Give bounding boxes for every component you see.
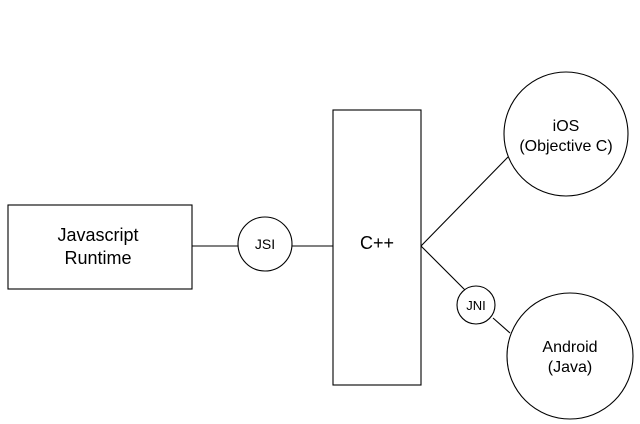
- node-android: Android (Java): [506, 292, 634, 420]
- ios-label-line2: (Objective C): [519, 138, 612, 155]
- android-label-line2: (Java): [548, 359, 592, 376]
- ios-label-line1: iOS: [553, 118, 580, 135]
- jsi-circle: [237, 216, 293, 272]
- jni-label: JNI: [466, 298, 486, 313]
- edge-cpp-jni: [420, 245, 466, 291]
- node-ios: iOS (Objective C): [503, 71, 629, 197]
- javascript-runtime-label-line1: Javascript: [57, 225, 138, 245]
- javascript-runtime-box: [7, 204, 193, 290]
- node-javascript-runtime: Javascript Runtime: [7, 204, 193, 290]
- android-label-line1: Android: [542, 339, 597, 356]
- android-circle: [506, 292, 634, 420]
- jsi-label: JSI: [255, 236, 275, 252]
- jni-circle: [456, 285, 496, 325]
- javascript-runtime-label-line2: Runtime: [64, 248, 131, 268]
- edge-cpp-ios: [420, 156, 509, 247]
- node-jsi: JSI: [237, 216, 293, 272]
- cpp-label: C++: [360, 233, 394, 253]
- node-cpp: C++: [332, 109, 422, 386]
- cpp-box: [332, 109, 422, 386]
- node-jni: JNI: [456, 285, 496, 325]
- edge-jni-android: [492, 317, 511, 334]
- ios-circle: [503, 71, 629, 197]
